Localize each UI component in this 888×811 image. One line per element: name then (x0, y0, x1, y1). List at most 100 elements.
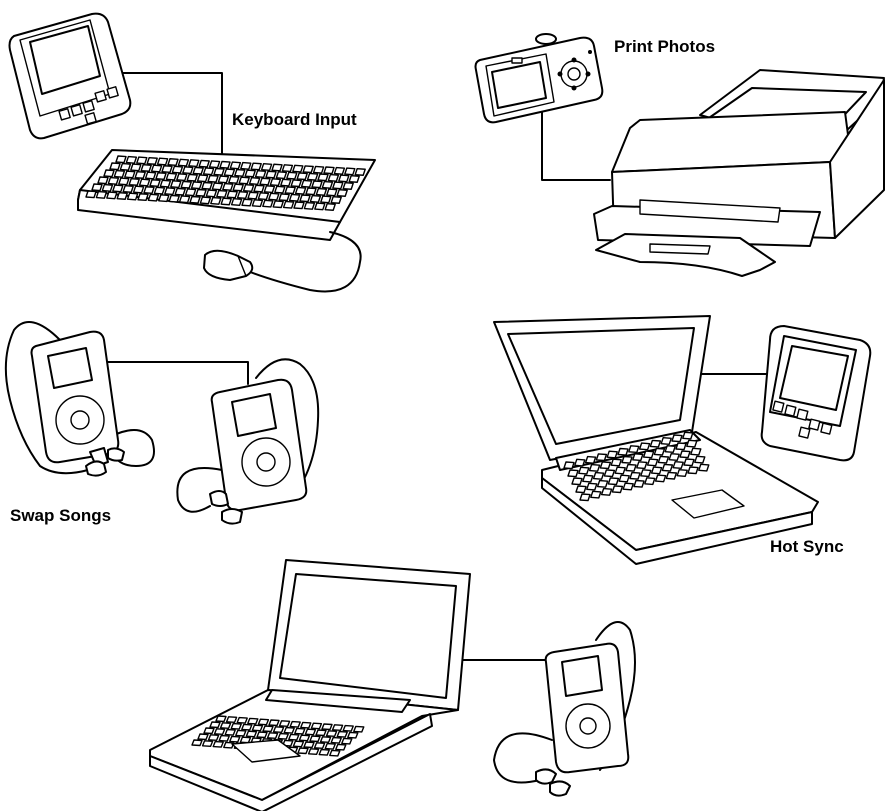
key (190, 197, 200, 204)
key (314, 166, 324, 173)
key (196, 190, 206, 197)
key (241, 163, 251, 170)
key (318, 174, 328, 181)
key (268, 733, 278, 739)
key (92, 184, 102, 191)
key (213, 742, 223, 748)
key (242, 199, 252, 206)
key (223, 184, 233, 191)
key (198, 175, 208, 182)
key (235, 170, 245, 177)
key (221, 723, 231, 729)
key (333, 182, 343, 189)
key (331, 738, 341, 744)
key (308, 173, 318, 180)
key (669, 454, 679, 461)
key (276, 172, 286, 179)
key (683, 432, 693, 439)
key (345, 168, 355, 175)
key (250, 178, 260, 185)
print-photos-scene: Print Photos (476, 34, 885, 276)
key (125, 171, 135, 178)
key (673, 462, 683, 469)
key (227, 191, 237, 198)
key (299, 735, 309, 741)
key (656, 475, 666, 482)
keyboard-cable (245, 232, 361, 291)
key (637, 462, 647, 469)
key (354, 726, 364, 732)
pda-icon-right (762, 326, 871, 460)
key (248, 192, 258, 199)
key (644, 451, 654, 458)
key (325, 204, 335, 211)
key (297, 173, 307, 180)
key (650, 440, 660, 447)
key (281, 179, 291, 186)
key (289, 734, 299, 740)
key (146, 172, 156, 179)
key (270, 179, 280, 186)
key (110, 163, 120, 170)
key (343, 726, 353, 732)
key (204, 728, 214, 734)
key (316, 189, 326, 196)
key (304, 203, 314, 210)
key (227, 717, 237, 723)
key (284, 728, 294, 734)
key (648, 459, 658, 466)
key (231, 724, 241, 730)
key (282, 165, 292, 172)
key (319, 750, 329, 756)
key (355, 169, 365, 176)
key (633, 454, 643, 461)
key (269, 193, 279, 200)
key (337, 732, 347, 738)
key (324, 167, 334, 174)
hot-sync-scene: Hot Sync (494, 316, 870, 564)
key (687, 440, 697, 447)
key (168, 159, 178, 166)
key (233, 184, 243, 191)
key (210, 722, 220, 728)
key (209, 735, 219, 741)
key (169, 195, 179, 202)
key (198, 734, 208, 740)
label-print-photos: Print Photos (614, 37, 715, 56)
key (186, 189, 196, 196)
key (156, 173, 166, 180)
key (236, 730, 246, 736)
key (339, 175, 349, 182)
key (244, 185, 254, 192)
label-keyboard-input: Keyboard Input (232, 110, 357, 129)
key (327, 189, 337, 196)
key (312, 181, 322, 188)
key (290, 194, 300, 201)
key (278, 734, 288, 740)
key (564, 462, 574, 469)
key (294, 202, 304, 209)
key (203, 741, 213, 747)
key (619, 475, 629, 482)
key (257, 732, 267, 738)
key (287, 172, 297, 179)
key (343, 183, 353, 190)
key (96, 192, 106, 199)
key (662, 464, 672, 471)
key (576, 486, 586, 493)
key (140, 179, 150, 186)
key (285, 187, 295, 194)
key (604, 470, 614, 477)
key (302, 180, 312, 187)
key (665, 446, 675, 453)
music-player-icon-left (6, 322, 154, 476)
connection-line-printer (542, 110, 610, 180)
key (695, 456, 705, 463)
key (181, 181, 191, 188)
key (321, 737, 331, 743)
key (623, 483, 633, 490)
key (608, 478, 618, 485)
key (272, 164, 282, 171)
key (212, 183, 222, 190)
key (202, 183, 212, 190)
